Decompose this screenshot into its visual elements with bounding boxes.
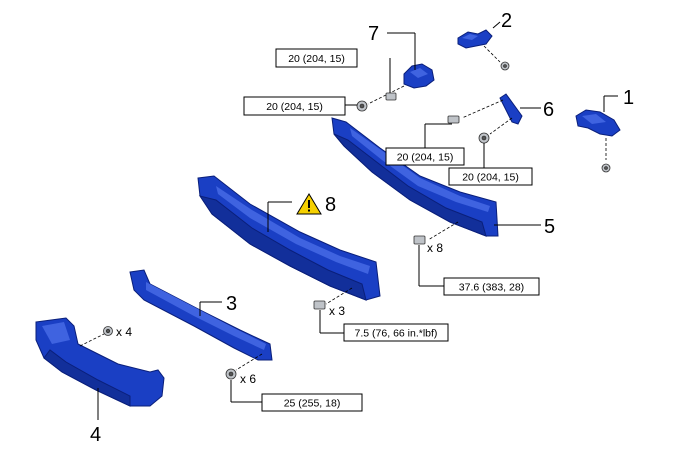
part-6-dash-2 <box>489 117 513 135</box>
torque-box-8: 7.5 (76, 66 in.*lbf) <box>343 323 449 342</box>
part-6-nut <box>478 132 490 144</box>
callout-5: 5 <box>544 216 555 238</box>
qty-5: x 8 <box>427 241 443 255</box>
warning-triangle-icon <box>296 193 322 215</box>
part-7-bolt-1 <box>385 92 397 101</box>
part-1-bracket <box>575 109 621 137</box>
part-6-bracket <box>499 93 523 125</box>
part-7-bracket <box>403 63 435 89</box>
part-6-dash-1 <box>461 99 504 119</box>
torque-box-3: 25 (255, 18) <box>261 393 363 412</box>
part-3-nut <box>225 368 237 380</box>
part-3-dash <box>235 353 263 371</box>
torque-3-text: 25 (255, 18) <box>284 398 341 410</box>
torque-7-upper-text: 20 (204, 15) <box>288 53 345 65</box>
qty-8: x 3 <box>329 304 345 318</box>
part-1-bolt <box>601 163 611 173</box>
torque-box-7-upper: 20 (204, 15) <box>275 48 358 68</box>
callout-2: 2 <box>501 10 512 32</box>
part-8-bolt <box>313 300 326 310</box>
part-4-bolt <box>103 326 113 336</box>
part-5-reinforcement <box>331 117 499 237</box>
torque-8-text: 7.5 (76, 66 in.*lbf) <box>355 328 438 340</box>
part-8-dash <box>325 287 353 305</box>
callout-8: 8 <box>325 194 336 216</box>
torque-box-5: 37.6 (383, 28) <box>443 277 540 296</box>
torque-5-text: 37.6 (383, 28) <box>459 282 524 294</box>
part-7-nut <box>356 100 368 112</box>
torque-box-6-right: 20 (204, 15) <box>448 167 533 186</box>
callout-6: 6 <box>543 99 554 121</box>
part-2-dash <box>483 45 501 63</box>
callout-3: 3 <box>226 293 237 315</box>
callout-7: 7 <box>368 23 379 45</box>
callout-1: 1 <box>623 87 634 109</box>
torque-6-right-text: 20 (204, 15) <box>462 172 519 184</box>
torque-6-left-text: 20 (204, 15) <box>397 152 454 164</box>
callout-4: 4 <box>90 424 101 446</box>
part-6-bolt <box>447 115 460 124</box>
part-3-lower-bar <box>129 269 273 361</box>
part-2-bolt <box>500 61 510 71</box>
torque-box-6-left: 20 (204, 15) <box>385 147 465 166</box>
torque-box-7-lower: 20 (204, 15) <box>243 96 346 116</box>
part-4-lower-absorber <box>35 317 165 407</box>
part-4-dash <box>79 333 105 347</box>
qty-4: x 4 <box>116 325 132 339</box>
part-2-bracket <box>457 29 493 49</box>
torque-7-lower-text: 20 (204, 15) <box>266 101 323 113</box>
part-5-bolt <box>413 235 426 245</box>
part-8-absorber <box>197 175 381 301</box>
part-2-leader <box>492 21 501 29</box>
qty-3: x 6 <box>240 372 256 386</box>
part-5-dash <box>427 221 459 241</box>
